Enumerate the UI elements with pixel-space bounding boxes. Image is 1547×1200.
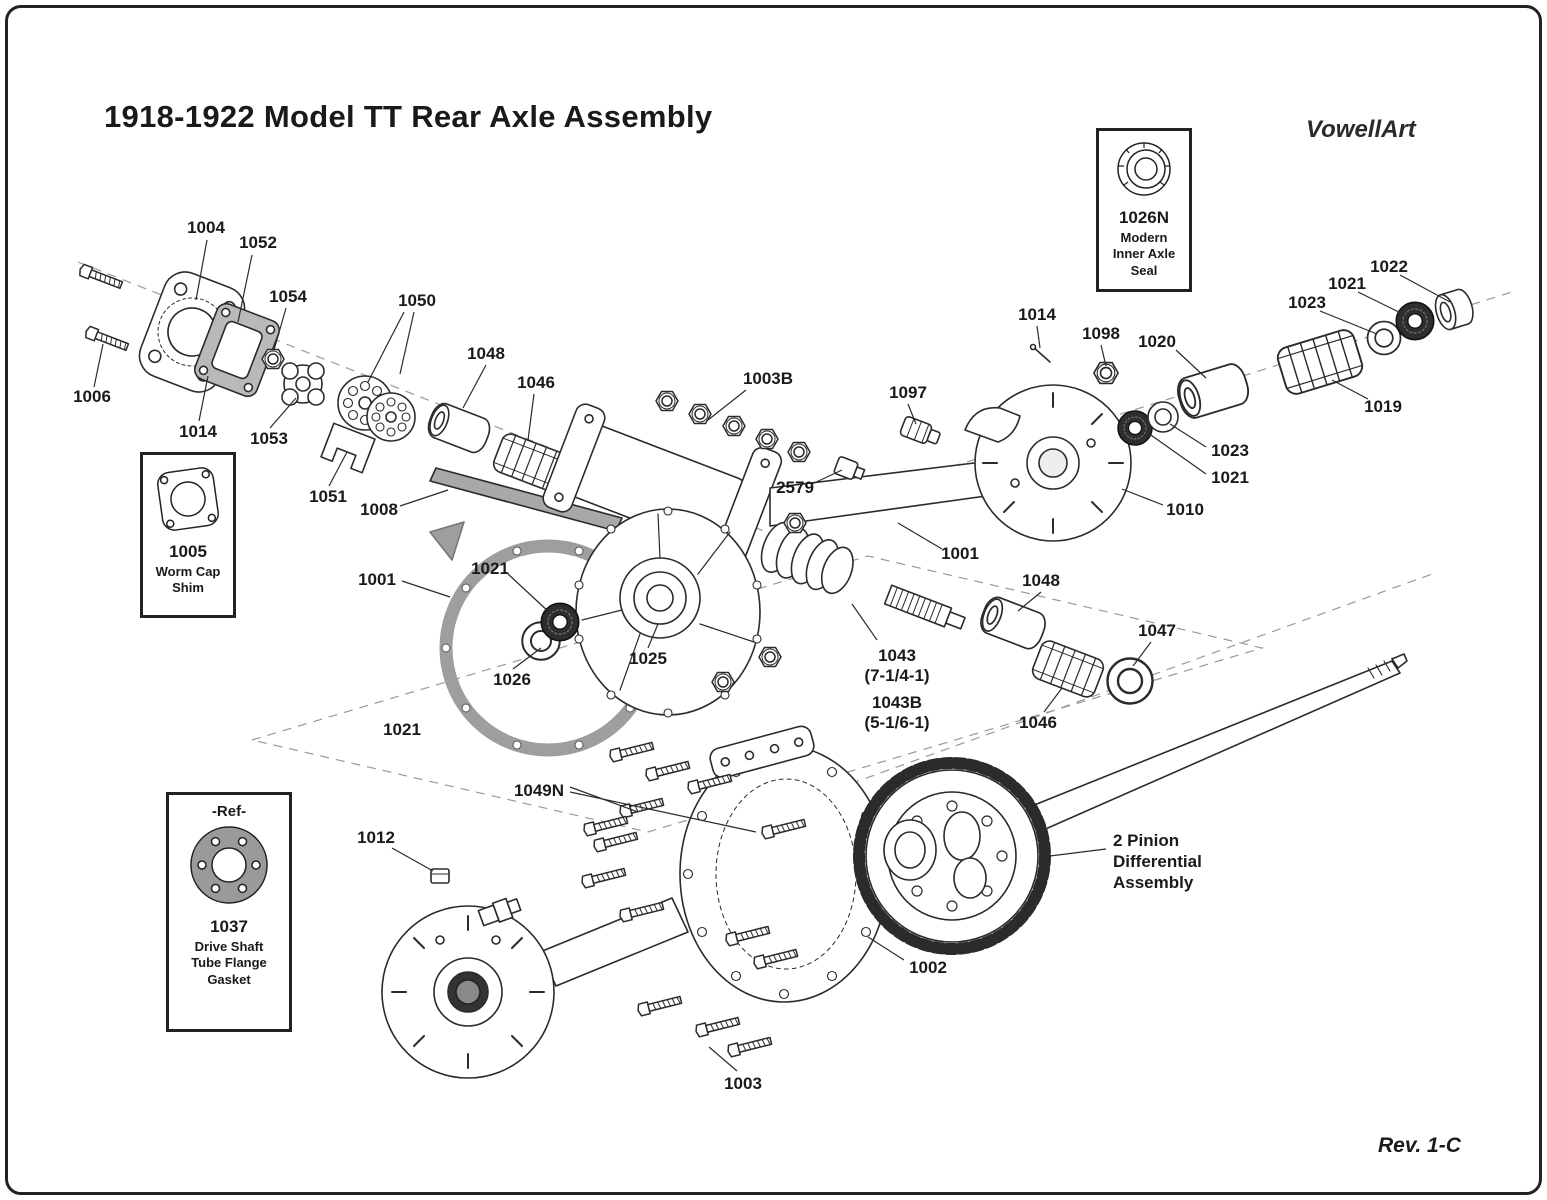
- part-label-1023-top: 1023: [1288, 292, 1326, 312]
- plug-2579: [833, 456, 866, 480]
- callout-worm-cap-shim: 1005 Worm Cap Shim: [140, 452, 236, 618]
- part-label-1097: 1097: [889, 382, 927, 402]
- part-label-1012: 1012: [357, 827, 395, 847]
- part-label-1008: 1008: [360, 499, 398, 519]
- worm-gear-1043: [760, 521, 854, 595]
- axle-tube-lower: [539, 897, 689, 987]
- part-label-1021-mid: 1021: [1211, 467, 1249, 487]
- square-nut-1012: [430, 868, 450, 884]
- revision-label: Rev. 1-C: [1378, 1134, 1461, 1157]
- part-label-1048-upper: 1048: [467, 343, 505, 363]
- part-label-1021-top: 1021: [1328, 273, 1366, 293]
- part-label-1053: 1053: [250, 428, 288, 448]
- diff-housing-1025: [574, 506, 762, 718]
- callout-part-number: 1037: [210, 917, 248, 936]
- coupling-1053: [281, 362, 325, 406]
- part-label-2579: 2579: [776, 477, 814, 497]
- part-label-1021-seal: 1021: [471, 558, 509, 578]
- part-label-1022: 1022: [1370, 256, 1408, 276]
- part-label-1021-plane: 1021: [383, 719, 421, 739]
- flange-gasket-1052: [193, 302, 281, 398]
- cotter-pin-1014: [1029, 343, 1051, 363]
- part-label-1014-left: 1014: [179, 421, 217, 441]
- part-label-1001-mid: 1001: [358, 569, 396, 589]
- part-label-1026: 1026: [493, 669, 531, 689]
- part-label-1020: 1020: [1138, 331, 1176, 351]
- part-label-1004: 1004: [187, 217, 225, 237]
- callout-inner-axle-seal: 1026N Modern Inner Axle Seal: [1096, 128, 1192, 292]
- parts: [77, 262, 1474, 1079]
- part-label-1046-upper: 1046: [517, 372, 555, 392]
- part-label-1043B: 1043B (5-1/6-1): [864, 692, 930, 732]
- hub-fittings: [477, 897, 522, 927]
- part-label-1052: 1052: [239, 232, 277, 252]
- part-label-1001-right: 1001: [941, 543, 979, 563]
- part-label-1023-mid: 1023: [1211, 440, 1249, 460]
- part-label-1003: 1003: [724, 1073, 762, 1093]
- callout-caption: Modern Inner Axle Seal: [1112, 230, 1176, 278]
- callout-drive-shaft-gasket: -Ref- 1037 Drive Shaft Tube Flange Gaske…: [166, 792, 292, 1032]
- callout-caption: Worm Cap Shim: [155, 564, 221, 596]
- part-label-1003B: 1003B: [742, 368, 794, 388]
- wheel-backing-plate: [381, 905, 555, 1079]
- part-label-1049N: 1049N: [513, 780, 565, 800]
- part-label-1098: 1098: [1082, 323, 1120, 343]
- callout-part-number: 1026N: [1118, 208, 1170, 227]
- callout-part-number: 1005: [169, 542, 207, 561]
- perch-bracket: [964, 406, 1021, 443]
- part-label-1010: 1010: [1166, 499, 1204, 519]
- part-label-1019: 1019: [1364, 396, 1402, 416]
- callout-caption: Drive Shaft Tube Flange Gasket: [191, 939, 267, 987]
- part-label-1006: 1006: [73, 386, 111, 406]
- part-label-1025: 1025: [629, 648, 667, 668]
- leader-lines: [93, 239, 1451, 1072]
- callout-ref-label: -Ref-: [211, 803, 247, 820]
- artist-signature: VowellArt: [1306, 116, 1416, 143]
- ring-gear-differential: [853, 757, 1051, 955]
- part-label-1051: 1051: [309, 486, 347, 506]
- page-title: 1918-1922 Model TT Rear Axle Assembly: [104, 99, 713, 134]
- splined-shaft: [883, 584, 966, 630]
- worm-cap-shim-drawing: [157, 467, 219, 531]
- annotation-diff-assembly: 2 Pinion Differential Assembly: [1113, 831, 1202, 893]
- part-label-1048-mid: 1048: [1022, 570, 1060, 590]
- bearing-cap-1022: [1434, 288, 1474, 331]
- part-label-1050: 1050: [398, 290, 436, 310]
- inner-axle-seal-drawing: [1117, 142, 1171, 196]
- part-label-1043: 1043 (7-1/4-1): [864, 645, 930, 685]
- part-label-1047: 1047: [1138, 620, 1176, 640]
- yoke-1051: [320, 422, 376, 474]
- part-label-1054: 1054: [269, 286, 307, 306]
- part-label-1014-right: 1014: [1018, 304, 1056, 324]
- drive-shaft-gasket-drawing: [190, 826, 268, 904]
- part-label-1002: 1002: [909, 957, 947, 977]
- part-label-1046-mid: 1046: [1019, 712, 1057, 732]
- universal-joint-1050: [337, 375, 416, 442]
- castle-nut-1097: [899, 416, 941, 445]
